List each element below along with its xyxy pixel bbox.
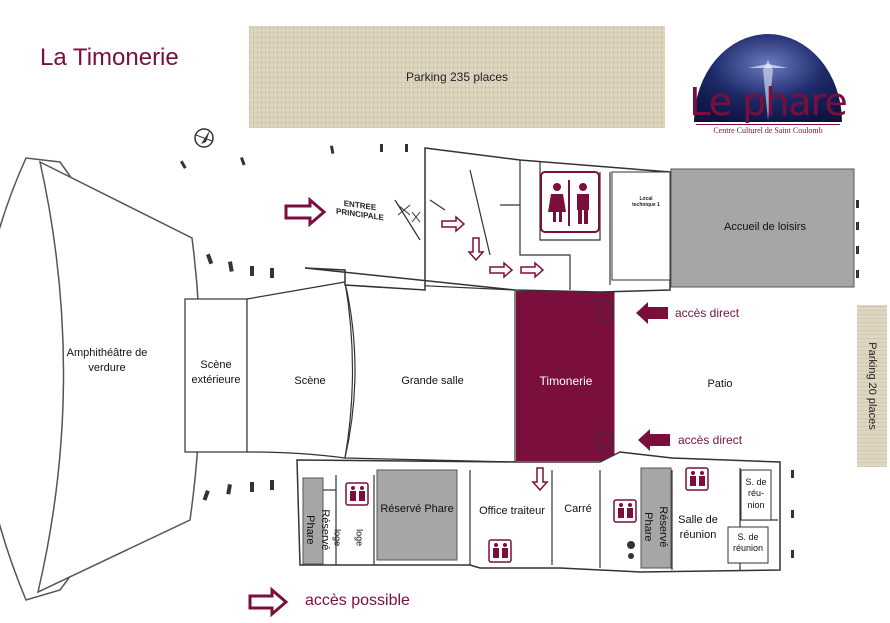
s-reunion-1-label: S. de réu-nion [745,477,767,510]
legend-arrow [248,586,289,618]
le-phare-logo: Le phare Centre Culturel de Saint Coulom… [688,24,848,142]
reserve-phare-right-label: Réservé Phare [642,506,669,548]
logo-text: Le phare [689,80,848,124]
scene-shape [246,281,354,459]
patio-label: Patio [707,378,733,390]
access-possible-legend: accès possible [305,592,410,609]
carre-label: Carré [564,503,592,515]
reserve-phare-left-strip [302,477,324,565]
access-arrows [248,196,327,618]
entrance-arrow [284,196,327,228]
loge-1-label: loge [332,529,343,547]
parking-side-area: Parking 20 places [857,305,887,467]
timonerie-label: Timonerie [539,374,593,388]
reserve-phare-block-label: Réservé Phare [380,503,454,515]
patio-area [614,292,856,456]
s-reunion-2-label: S. de réunion [732,532,764,554]
local-technique-room [611,171,671,281]
reserve-phare-left-label: Réservé Phare [304,509,331,551]
logo-subtitle: Centre Culturel de Saint Coulomb [696,124,840,135]
access-direct-arrow-1 [636,302,668,324]
loge-2-label: loge [354,529,365,547]
parking-main-area: Parking 235 places [249,26,665,128]
s-reunion-1-box [740,469,772,521]
accueil-label: Accueil de loisirs [724,221,806,233]
reserve-phare-block [376,469,458,561]
access-direct-label-2: accès direct [678,433,743,447]
amphitheatre-label: Amphithéâtre de verdure [66,347,148,374]
reserve-phare-right-strip [640,467,672,569]
parking-main-label: Parking 235 places [405,70,509,84]
salle-reunion-label: Salle de réunion [678,514,718,541]
compass-icon [194,128,214,148]
access-direct-arrow-2 [638,429,670,451]
grande-salle-shape [344,281,516,463]
accueil-room [670,168,855,288]
logo-dome [694,34,842,122]
lower-walls [320,468,778,570]
scene-exterieure-label: Scène extérieure [191,359,241,386]
access-direct-label-1: accès direct [675,306,740,320]
grande-salle-label: Grande salle [401,375,464,387]
scene-label: Scène [294,375,326,387]
path-dots [179,144,408,501]
s-reunion-2-box [727,526,769,564]
local-technique-label: Local technique 1 [632,196,660,208]
page-title: La Timonerie [40,44,179,71]
office-traiteur-label: Office traiteur [479,505,545,517]
